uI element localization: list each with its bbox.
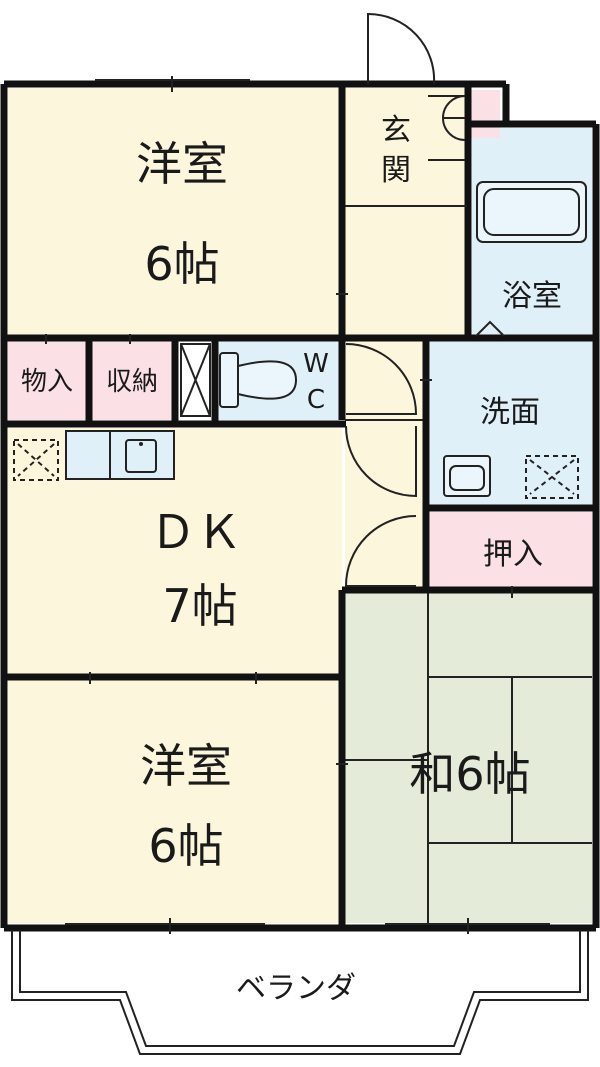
dk-size: 7帖 [162, 579, 237, 633]
closet-label: 押入 [483, 537, 543, 572]
bathtub-icon [476, 181, 587, 243]
toilet-icon [219, 352, 298, 408]
western-room-top-name: 洋室 [136, 137, 228, 191]
tatami-lines [345, 593, 592, 923]
storage2-fill [92, 340, 172, 420]
wc-label-2: C [307, 385, 325, 415]
walls [0, 80, 600, 932]
wc-label-1: W [303, 349, 329, 379]
western-room-bottom-size: 6帖 [148, 819, 223, 873]
hall-door-icon [344, 425, 417, 587]
hallway-fill [345, 206, 467, 336]
partition-lines [345, 205, 467, 421]
japanese-room-label: 和6帖 [409, 747, 530, 801]
veranda-label: ベランダ [236, 971, 356, 1006]
entrance-pink-fill [470, 90, 500, 138]
closet-fill [430, 512, 592, 590]
western-room-top-fill [8, 88, 338, 336]
front-door-icon [367, 12, 436, 85]
wc-door-icon [345, 343, 418, 415]
refrigerator-space-icon [13, 439, 59, 481]
entrance-label-2: 関 [381, 153, 411, 188]
western-room-top-size: 6帖 [144, 237, 219, 291]
washbasin-icon [443, 455, 491, 497]
bath-label: 浴室 [502, 279, 562, 314]
entrance-label-1: 玄 [381, 113, 411, 148]
washer-pan-icon [525, 455, 579, 499]
veranda-outline [11, 930, 589, 1055]
washroom-label: 洗面 [480, 395, 540, 430]
storage1-fill [8, 340, 86, 420]
western-room-bottom-fill [8, 680, 338, 923]
dk-name: ＤＫ [150, 505, 242, 559]
window-marks [45, 76, 550, 934]
entrance-cabinet-doors-icon [428, 95, 466, 161]
kitchen-sink-icon [65, 430, 175, 480]
entrance-fill [345, 88, 467, 206]
closet-x-icon [180, 343, 211, 417]
japanese-room-fill [345, 593, 592, 923]
western-room-bottom-name: 洋室 [140, 739, 232, 793]
bath-door-icon [475, 320, 505, 337]
storage1-label: 物入 [21, 367, 73, 397]
storage2-label: 収納 [106, 367, 158, 397]
